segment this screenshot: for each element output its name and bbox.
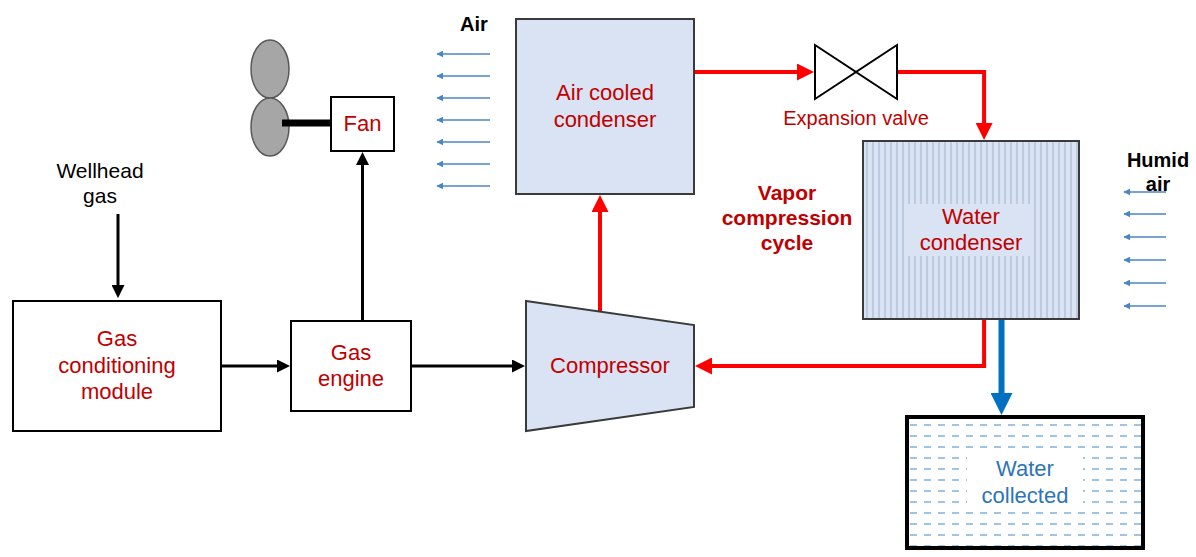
flow-arrow <box>695 70 802 74</box>
flow-arrow <box>222 365 281 368</box>
fan-shaft <box>282 120 336 127</box>
air-label: Air <box>452 12 496 36</box>
expansion-valve: Expansion valve <box>763 44 949 154</box>
compressor-outline <box>526 301 694 431</box>
fan-box: Fan <box>330 96 396 152</box>
humid-air-arrows <box>1124 192 1166 306</box>
flow-arrow <box>999 320 1005 400</box>
engine-box: Gas engine <box>290 320 412 412</box>
fill-pattern <box>864 142 1078 318</box>
node-text: Compressor <box>550 353 670 379</box>
fill-pattern <box>909 419 1141 546</box>
compressor-trapezoid: Compressor <box>525 300 695 432</box>
node-text: Water collected <box>967 456 1083 509</box>
node-text: Gas conditioning module <box>42 326 192 405</box>
valve-triangle <box>815 45 856 99</box>
node-text: Expansion valve <box>783 106 929 130</box>
cycle-label: Vapor compression cycle <box>712 180 862 256</box>
air-arrows <box>437 54 490 186</box>
node-text: Fan <box>344 111 382 137</box>
node-text: Air cooled condenser <box>530 80 680 133</box>
fan-blade <box>251 98 289 156</box>
humid-air-label: Humid air <box>1124 148 1192 196</box>
water-tank: Water collected <box>905 415 1145 550</box>
process-box: Gas conditioning module <box>12 300 222 432</box>
condenser-box: Air cooled condenser <box>515 18 695 195</box>
valve-triangle <box>856 45 897 99</box>
valve-symbol <box>814 44 898 100</box>
flow-arrow <box>598 207 602 311</box>
inlet-label: Wellhead gas <box>45 158 155 208</box>
flow-arrow <box>707 320 984 366</box>
flow-arrow <box>412 365 516 368</box>
node-text: Gas engine <box>306 340 396 393</box>
fan-blade <box>251 40 289 98</box>
node-text: Water condenser <box>908 204 1034 257</box>
water-condenser-box: Water condenser <box>862 140 1080 320</box>
flow-arrow <box>361 161 364 320</box>
gas-inlet-arrow <box>117 214 120 289</box>
